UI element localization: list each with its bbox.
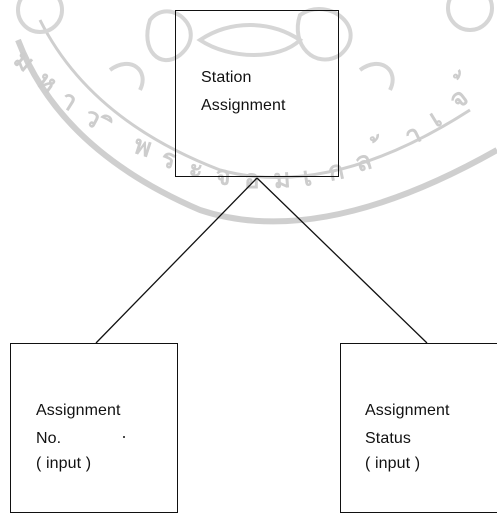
child-right-line-2: Status [365,430,411,447]
svg-text:ก: ก [325,154,347,187]
connector-root-to-left [95,177,258,344]
root-node-label: Station Assignment [201,64,286,120]
root-label-line-2: Assignment [201,97,286,114]
child-right-line-1: Assignment [365,402,450,419]
child-left-line-2: No. [36,430,62,447]
svg-text:ะ: ะ [187,152,205,184]
child-node-assignment-no-label: Assignment No. ( input ) [36,397,121,478]
child-right-line-3: ( input ) [365,455,421,472]
svg-text:ล: ล [351,145,375,178]
child-node-assignment-status-label: Assignment Status ( input ) [365,397,450,478]
root-label-line-1: Station [201,69,252,86]
svg-text:จ: จ [215,160,232,191]
child-left-line-1: Assignment [36,402,121,419]
stray-dot [123,436,125,438]
child-left-line-3: ( input ) [36,455,92,472]
connector-root-to-right [256,177,428,344]
svg-text:ร: ร [159,143,179,175]
svg-text:ม: ม [272,163,291,194]
root-node-station-assignment [175,10,339,177]
